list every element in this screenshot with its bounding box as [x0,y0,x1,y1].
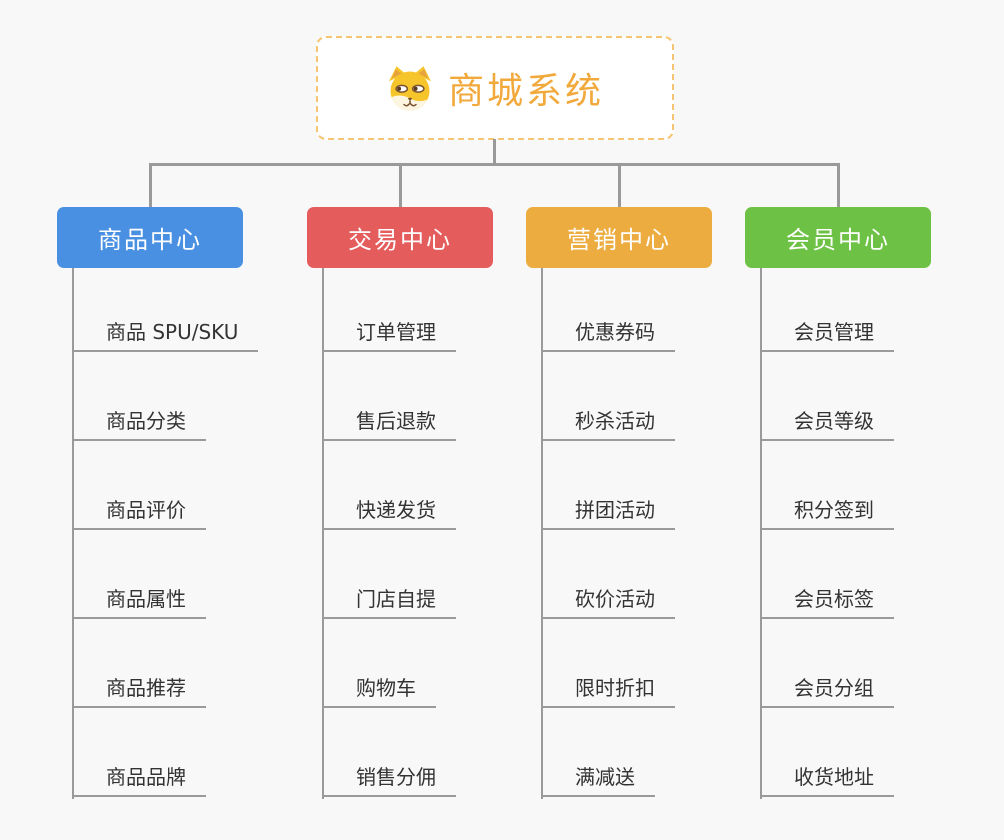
topic-node[interactable]: 商品推荐 [72,675,206,708]
topic-node[interactable]: 会员等级 [760,408,894,441]
topic-node[interactable]: 会员分组 [760,675,894,708]
topic-node[interactable]: 拼团活动 [541,497,675,530]
topic-node[interactable]: 优惠券码 [541,319,675,352]
branch-node-3[interactable]: 营销中心 [526,207,712,268]
branch-node-2[interactable]: 交易中心 [307,207,493,268]
topic-node[interactable]: 门店自提 [322,586,456,619]
connector-branch-drop [398,163,402,208]
root-title: 商城系统 [447,71,604,112]
topic-node[interactable]: 积分签到 [760,497,894,530]
topic-node[interactable]: 商品属性 [72,586,206,619]
branch-node-4[interactable]: 会员中心 [745,207,931,268]
connector-branch-vline [760,268,762,799]
branch-label: 营销中心 [567,226,671,254]
connector-branch-vline [322,268,324,799]
topic-node[interactable]: 购物车 [322,675,436,708]
topic-node[interactable]: 快递发货 [322,497,456,530]
topic-node[interactable]: 收货地址 [760,764,894,797]
topic-node[interactable]: 商品评价 [72,497,206,530]
connector-branch-vline [541,268,543,799]
topic-node[interactable]: 商品分类 [72,408,206,441]
topic-node[interactable]: 商品品牌 [72,764,206,797]
topic-node[interactable]: 秒杀活动 [541,408,675,441]
branch-node-1[interactable]: 商品中心 [57,207,243,268]
connector-branch-drop [617,163,621,208]
branch-label: 商品中心 [98,226,202,254]
topic-node[interactable]: 会员标签 [760,586,894,619]
topic-node[interactable]: 商品 SPU/SKU [72,319,259,352]
topic-node[interactable]: 会员管理 [760,319,894,352]
topic-node[interactable]: 销售分佣 [322,764,456,797]
branch-label: 会员中心 [786,226,890,254]
connector-root-drop [493,139,496,166]
connector-branch-drop [148,163,152,208]
connector-branch-drop [836,163,840,208]
topic-node[interactable]: 满减送 [541,764,655,797]
connector-branch-vline [72,268,74,799]
dog-face-icon [386,64,434,112]
connector-bus-line [149,163,840,166]
topic-node[interactable]: 限时折扣 [541,675,675,708]
branch-label: 交易中心 [348,226,452,254]
topic-node[interactable]: 砍价活动 [541,586,675,619]
root-node[interactable]: 商城系统 [316,36,674,140]
topic-node[interactable]: 订单管理 [322,319,456,352]
topic-node[interactable]: 售后退款 [322,408,456,441]
